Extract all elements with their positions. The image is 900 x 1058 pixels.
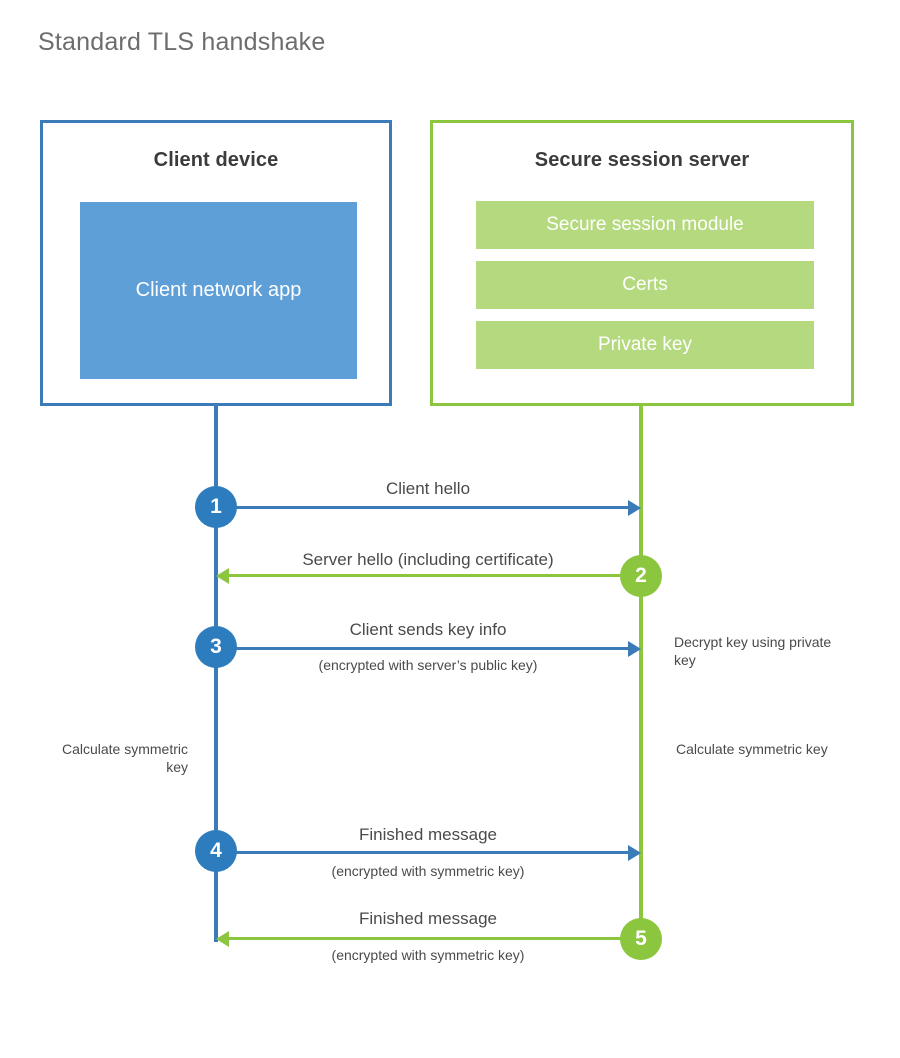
step-1-badge: 1 (195, 486, 237, 528)
server-lifeline (639, 405, 643, 942)
step-5-arrow-line (229, 937, 641, 940)
step-3-arrow-head-icon (628, 641, 641, 657)
step-5-sublabel: (encrypted with symmetric key) (331, 947, 525, 963)
secure-session-server-title: Secure session server (534, 149, 750, 171)
client-device-box: Client device Client network app (40, 120, 392, 406)
step-1-arrow-line (216, 506, 628, 509)
step-5-label: Finished message (359, 909, 497, 928)
note-server-calculate-symmetric-key: Calculate symmetric key (676, 741, 828, 757)
step-5-badge: 5 (620, 918, 662, 960)
step-5-arrow-head-icon (216, 931, 229, 947)
step-1-arrow-head-icon (628, 500, 641, 516)
page-title: Standard TLS handshake (38, 28, 326, 56)
step-2-arrow-head-icon (216, 568, 229, 584)
note-client-calculate-symmetric-key: Calculate symmetric key (61, 741, 188, 775)
step-3-arrow-line (216, 647, 628, 650)
step-4-arrow-head-icon (628, 845, 641, 861)
secure-session-server-box: Secure session server Secure session mod… (430, 120, 854, 406)
step-3-label: Client sends key info (349, 620, 507, 639)
step-2-label: Server hello (including certificate) (302, 550, 554, 569)
server-component-certs: Certs (476, 261, 814, 309)
step-3-badge: 3 (195, 626, 237, 668)
step-2-arrow-line (229, 574, 641, 577)
step-4-sublabel: (encrypted with symmetric key) (331, 863, 525, 879)
server-component-secure-session-module: Secure session module (476, 201, 814, 249)
client-lifeline (214, 405, 218, 942)
server-component-private-key: Private key (476, 321, 814, 369)
step-3-sublabel: (encrypted with server’s public key) (318, 657, 538, 673)
step-4-label: Finished message (359, 825, 497, 844)
client-network-app-block: Client network app (80, 202, 357, 379)
step-4-arrow-line (216, 851, 628, 854)
note-decrypt-key: Decrypt key using private key (674, 634, 832, 668)
server-component-stack: Secure session module Certs Private key (476, 201, 814, 369)
step-2-badge: 2 (620, 555, 662, 597)
step-1-label: Client hello (385, 479, 471, 498)
client-device-title: Client device (153, 149, 279, 171)
step-4-badge: 4 (195, 830, 237, 872)
